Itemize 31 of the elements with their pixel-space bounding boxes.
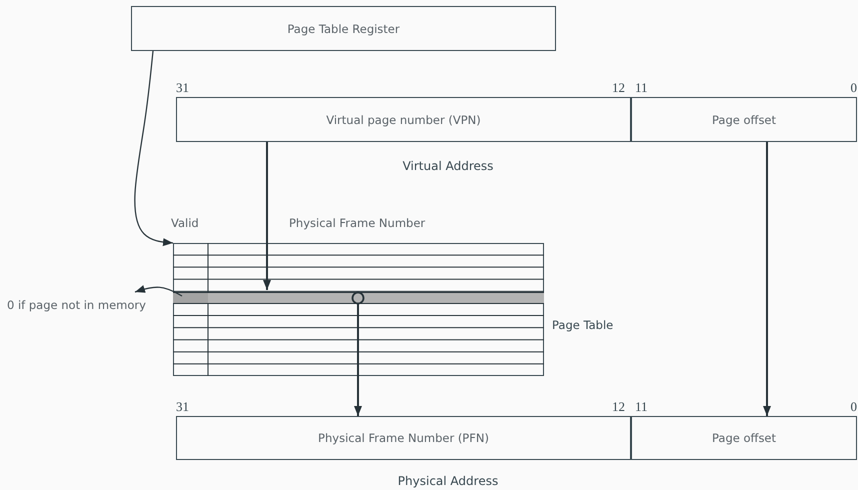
- field-label: Virtual page number (VPN): [326, 112, 481, 126]
- address-caption: Virtual Address: [402, 159, 494, 173]
- field-box: [176, 97, 631, 142]
- field-label: Page offset: [712, 112, 776, 126]
- bit-number: 0: [850, 399, 857, 415]
- table-row: [173, 292, 544, 304]
- bit-number: 11: [635, 80, 648, 96]
- bit-number: 31: [176, 399, 189, 415]
- column-header: Valid: [171, 216, 199, 230]
- arrow: [352, 292, 364, 416]
- bit-number: 31: [176, 80, 189, 96]
- field-label: Page Table Register: [287, 22, 400, 36]
- arrow: [763, 142, 771, 416]
- field-box: [631, 97, 857, 142]
- register-box: [131, 6, 556, 51]
- field-box: [176, 416, 631, 460]
- bit-number: 12: [612, 399, 625, 415]
- column-header: Physical Frame Number: [289, 216, 426, 230]
- address-caption: Physical Address: [398, 474, 498, 488]
- arrow: [263, 142, 271, 290]
- bit-number: 11: [635, 399, 648, 415]
- arrow: [134, 50, 174, 246]
- field-label: Page offset: [712, 431, 776, 445]
- field-box: [631, 416, 857, 460]
- bit-number: 0: [850, 80, 857, 96]
- field-label: Physical Frame Number (PFN): [318, 431, 489, 445]
- page-table: [173, 243, 544, 376]
- bit-number: 12: [612, 80, 625, 96]
- annotation-text: 0 if page not in memory: [7, 298, 146, 312]
- table-caption: Page Table: [552, 318, 614, 332]
- leader-line: [134, 285, 182, 297]
